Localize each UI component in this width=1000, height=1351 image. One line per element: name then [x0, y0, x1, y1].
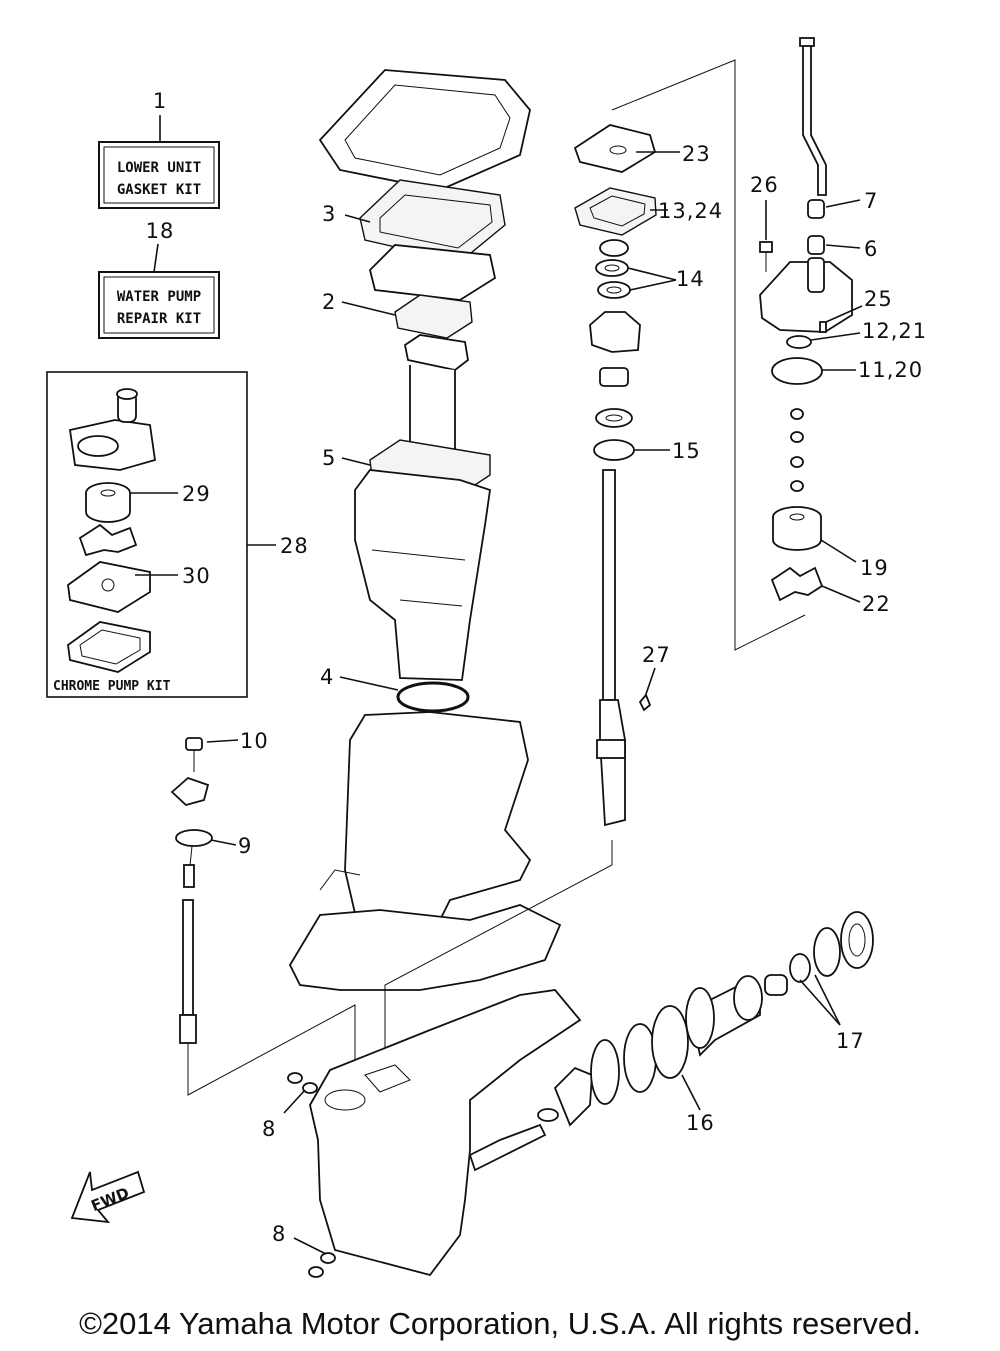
water-pump-right-assembly	[734, 37, 853, 651]
drive-shaft-assembly	[596, 469, 652, 827]
exploded-view-drawing: LOWER UNIT GASKET KIT 1 18 WATER PUMP RE…	[46, 37, 927, 1278]
callout-11-20: 11,20	[858, 358, 923, 382]
callout-2: 2	[322, 290, 336, 314]
water-pump-kit-line2: REPAIR KIT	[117, 311, 201, 327]
fwd-arrow-icon: FWD	[70, 1170, 146, 1224]
callout-27: 27	[642, 643, 671, 667]
chrome-pump-kit-box: CHROME PUMP KIT	[46, 371, 248, 698]
callout-5: 5	[322, 446, 336, 470]
callout-25: 25	[864, 287, 893, 311]
callout-17: 17	[836, 1029, 865, 1053]
callout-8-lower: 8	[272, 1222, 286, 1246]
callout-12-21: 12,21	[862, 319, 927, 343]
water-pump-center-stack	[573, 59, 736, 461]
callout-7: 7	[864, 189, 878, 213]
copyright-notice: ©2014 Yamaha Motor Corporation, U.S.A. A…	[79, 1306, 921, 1341]
callout-19: 19	[860, 556, 889, 580]
callout-18: 18	[146, 219, 175, 243]
propeller-shaft-gears	[537, 911, 874, 1127]
callout-6: 6	[864, 237, 878, 261]
shift-rod-assembly	[170, 737, 213, 1060]
gasket-kit-box: LOWER UNIT GASKET KIT	[98, 115, 220, 209]
callout-8-upper: 8	[262, 1117, 276, 1141]
callout-16: 16	[686, 1111, 715, 1135]
callout-29: 29	[182, 482, 211, 506]
callout-9: 9	[238, 834, 252, 858]
callout-3: 3	[322, 202, 336, 226]
lower-gearcase	[287, 989, 582, 1278]
callout-26: 26	[750, 173, 779, 197]
callout-10: 10	[240, 729, 269, 753]
callout-22: 22	[862, 592, 891, 616]
callout-23: 23	[682, 142, 711, 166]
water-pump-kit-box: WATER PUMP REPAIR KIT	[98, 243, 220, 339]
chrome-pump-kit-label: CHROME PUMP KIT	[53, 679, 171, 694]
callout-4: 4	[320, 665, 334, 689]
callout-14: 14	[676, 267, 705, 291]
callout-30: 30	[182, 564, 211, 588]
callout-13-24: 13,24	[658, 199, 723, 223]
callout-1: 1	[153, 89, 167, 113]
gasket-kit-line1: LOWER UNIT	[117, 160, 201, 176]
upper-casing-assembly	[288, 69, 562, 991]
callout-15: 15	[672, 439, 701, 463]
gasket-kit-line2: GASKET KIT	[117, 182, 201, 198]
callout-28: 28	[280, 534, 309, 558]
water-pump-kit-line1: WATER PUMP	[117, 289, 201, 305]
